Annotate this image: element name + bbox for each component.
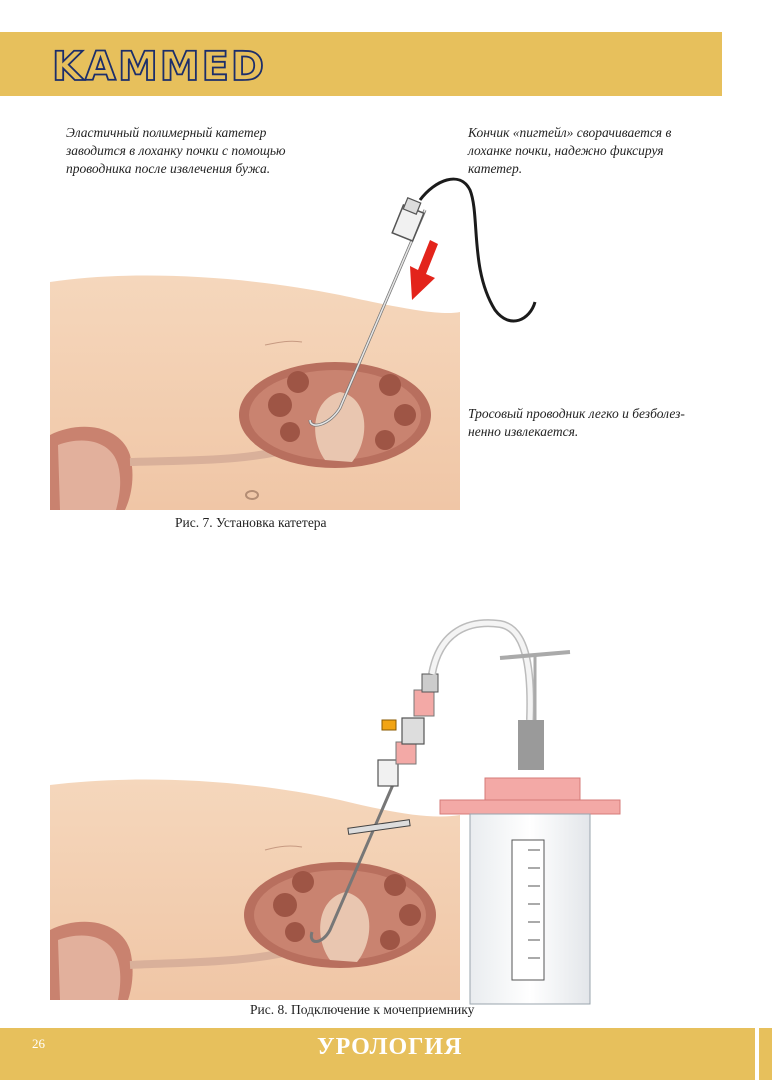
note-guidewire-removal: Тросовый проводник легко и безболез- нен… — [468, 406, 685, 439]
note-pigtail-tip: Кончик «пигтейл» сворачивается в лоханке… — [468, 125, 672, 176]
guidewire — [418, 177, 537, 323]
hanger-hook — [499, 650, 571, 720]
drainage-tube — [428, 619, 535, 721]
bowel-section — [50, 426, 133, 510]
figure-7-caption: Рис. 7. Установка катетера — [175, 515, 327, 530]
page-number: 26 — [32, 1036, 45, 1051]
figure-8-illustration — [40, 610, 640, 1005]
catheter — [308, 209, 427, 427]
figure-8-caption: Рис. 8. Подключение к мочеприемнику — [250, 1002, 475, 1017]
footer-band — [0, 1028, 755, 1080]
note-catheter-insertion: Эластичный полимерный катетер заводится … — [66, 125, 286, 176]
header-band — [0, 32, 722, 96]
catheter — [309, 779, 397, 943]
kammed-logo: KAMMED — [48, 42, 328, 91]
logo-text: KAMMED — [52, 44, 266, 86]
urine-collector — [439, 720, 621, 1005]
red-arrow-icon — [410, 240, 438, 300]
navel — [245, 490, 259, 500]
figure-7-illustration — [40, 170, 560, 515]
catheter-connector — [391, 197, 425, 243]
kidney — [244, 862, 436, 968]
bowel-section — [50, 921, 133, 1000]
fixation-plate — [347, 819, 411, 835]
stopcock-valve — [377, 673, 439, 787]
section-title: УРОЛОГИЯ — [317, 1034, 463, 1060]
footer-edge-strip — [759, 1028, 772, 1080]
